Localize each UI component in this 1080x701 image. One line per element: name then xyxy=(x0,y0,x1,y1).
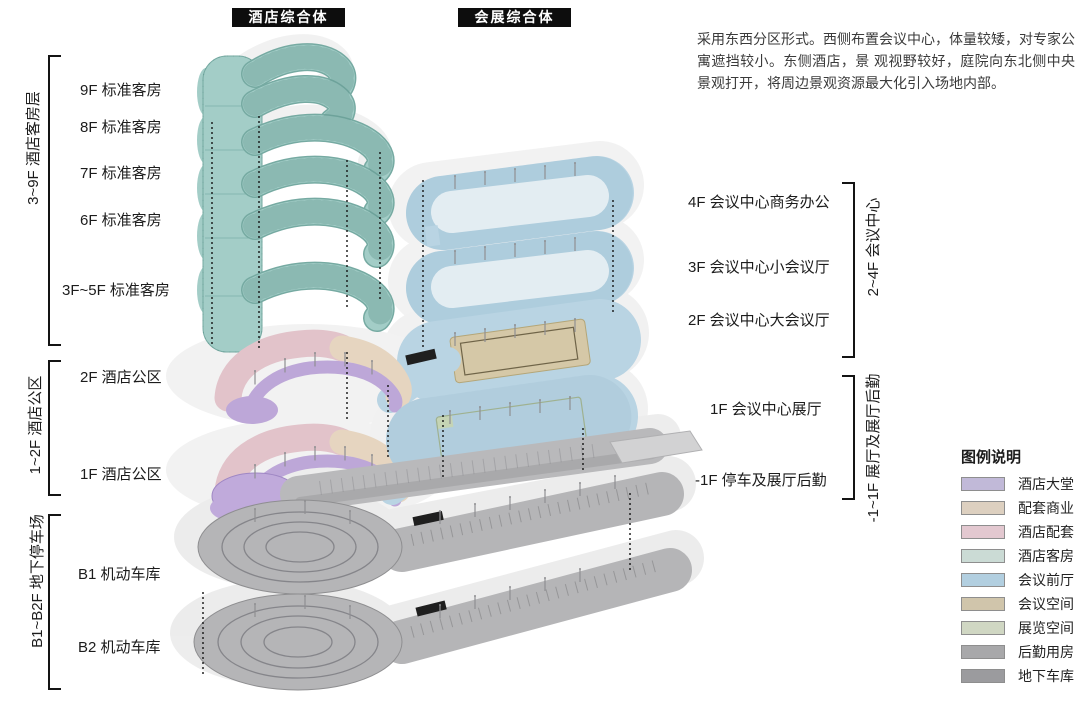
bracket-conference-center xyxy=(842,182,855,358)
group-label-exhibition-logistics: -1~1F 展厅及展厅后勤 xyxy=(865,373,882,523)
legend-item-meeting-foyer: 会议前厅 xyxy=(961,572,1079,588)
convention-4f-plate xyxy=(406,156,634,250)
floor-label-6f: 6F 标准客房 xyxy=(80,212,162,229)
floor-label-b1: B1 机动车库 xyxy=(78,566,161,583)
bracket-hotel-public xyxy=(48,360,61,496)
group-label-basement: B1~B2F 地下停车场 xyxy=(29,514,46,648)
bracket-exhibition-logistics xyxy=(842,375,855,500)
hotel-tower-guest-floors xyxy=(197,34,395,353)
legend-title: 图例说明 xyxy=(961,449,1022,466)
legend-swatch-meeting-space xyxy=(961,597,1005,611)
b1-garage-plate xyxy=(197,472,684,595)
bracket-hotel-guest-floors xyxy=(48,55,61,346)
legend-item-retail: 配套商业 xyxy=(961,500,1079,516)
legend-item-guest-room: 酒店客房 xyxy=(961,548,1079,564)
floor-label-3f-small-hall: 3F 会议中心小会议厅 xyxy=(688,259,830,276)
legend-item-garage: 地下车库 xyxy=(961,668,1079,684)
floor-label-minus1f: -1F 停车及展厅后勤 xyxy=(695,472,827,489)
legend-item-hotel-support: 酒店配套 xyxy=(961,524,1079,540)
legend-swatch-hotel-lobby xyxy=(961,477,1005,491)
legend-swatch-guest-room xyxy=(961,549,1005,563)
legend: 图例说明 酒店大堂 配套商业 酒店配套 酒店客房 会议前厅 会议空间 展览空间 … xyxy=(961,446,1079,693)
legend-item-meeting-space: 会议空间 xyxy=(961,596,1079,612)
floor-label-7f: 7F 标准客房 xyxy=(80,165,162,182)
legend-item-logistics: 后勤用房 xyxy=(961,644,1079,660)
floor-label-1f-public: 1F 酒店公区 xyxy=(80,466,162,483)
group-label-conference-center: 2~4F 会议中心 xyxy=(865,197,882,297)
legend-swatch-meeting-foyer xyxy=(961,573,1005,587)
legend-swatch-logistics xyxy=(961,645,1005,659)
floor-label-4f-office: 4F 会议中心商务办公 xyxy=(688,194,830,211)
floor-label-9f: 9F 标准客房 xyxy=(80,82,162,99)
legend-item-exhibition-space: 展览空间 xyxy=(961,620,1079,636)
convention-3f-plate xyxy=(406,231,634,325)
floor-label-1f-exhibition: 1F 会议中心展厅 xyxy=(710,401,822,418)
group-label-hotel-guest-floors: 3~9F 酒店客房层 xyxy=(25,91,42,205)
description-paragraph: 采用东西分区形式。西侧布置会议中心，体量较矮，对专家公寓遮挡较小。东侧酒店，景 … xyxy=(697,31,1075,91)
minus1f-plate xyxy=(280,428,703,512)
tag-hotel-complex: 酒店综合体 xyxy=(232,8,345,27)
floor-label-2f-grand-hall: 2F 会议中心大会议厅 xyxy=(688,312,830,329)
floor-label-3f-5f: 3F~5F 标准客房 xyxy=(62,282,170,299)
floor-label-8f: 8F 标准客房 xyxy=(80,119,162,136)
legend-swatch-garage xyxy=(961,669,1005,683)
hotel-2f-plate xyxy=(214,329,412,424)
floor-label-b2: B2 机动车库 xyxy=(78,639,161,656)
group-label-hotel-public: 1~2F 酒店公区 xyxy=(27,375,44,475)
floor-label-2f-public: 2F 酒店公区 xyxy=(80,369,162,386)
legend-swatch-retail xyxy=(961,501,1005,515)
bracket-basement xyxy=(48,514,61,690)
legend-swatch-hotel-support xyxy=(961,525,1005,539)
b2-garage-plate xyxy=(193,548,692,691)
tag-convention-complex: 会展综合体 xyxy=(458,8,571,27)
legend-item-hotel-lobby: 酒店大堂 xyxy=(961,476,1079,492)
projection-guide-lines xyxy=(202,116,631,676)
legend-swatch-exhibition-space xyxy=(961,621,1005,635)
